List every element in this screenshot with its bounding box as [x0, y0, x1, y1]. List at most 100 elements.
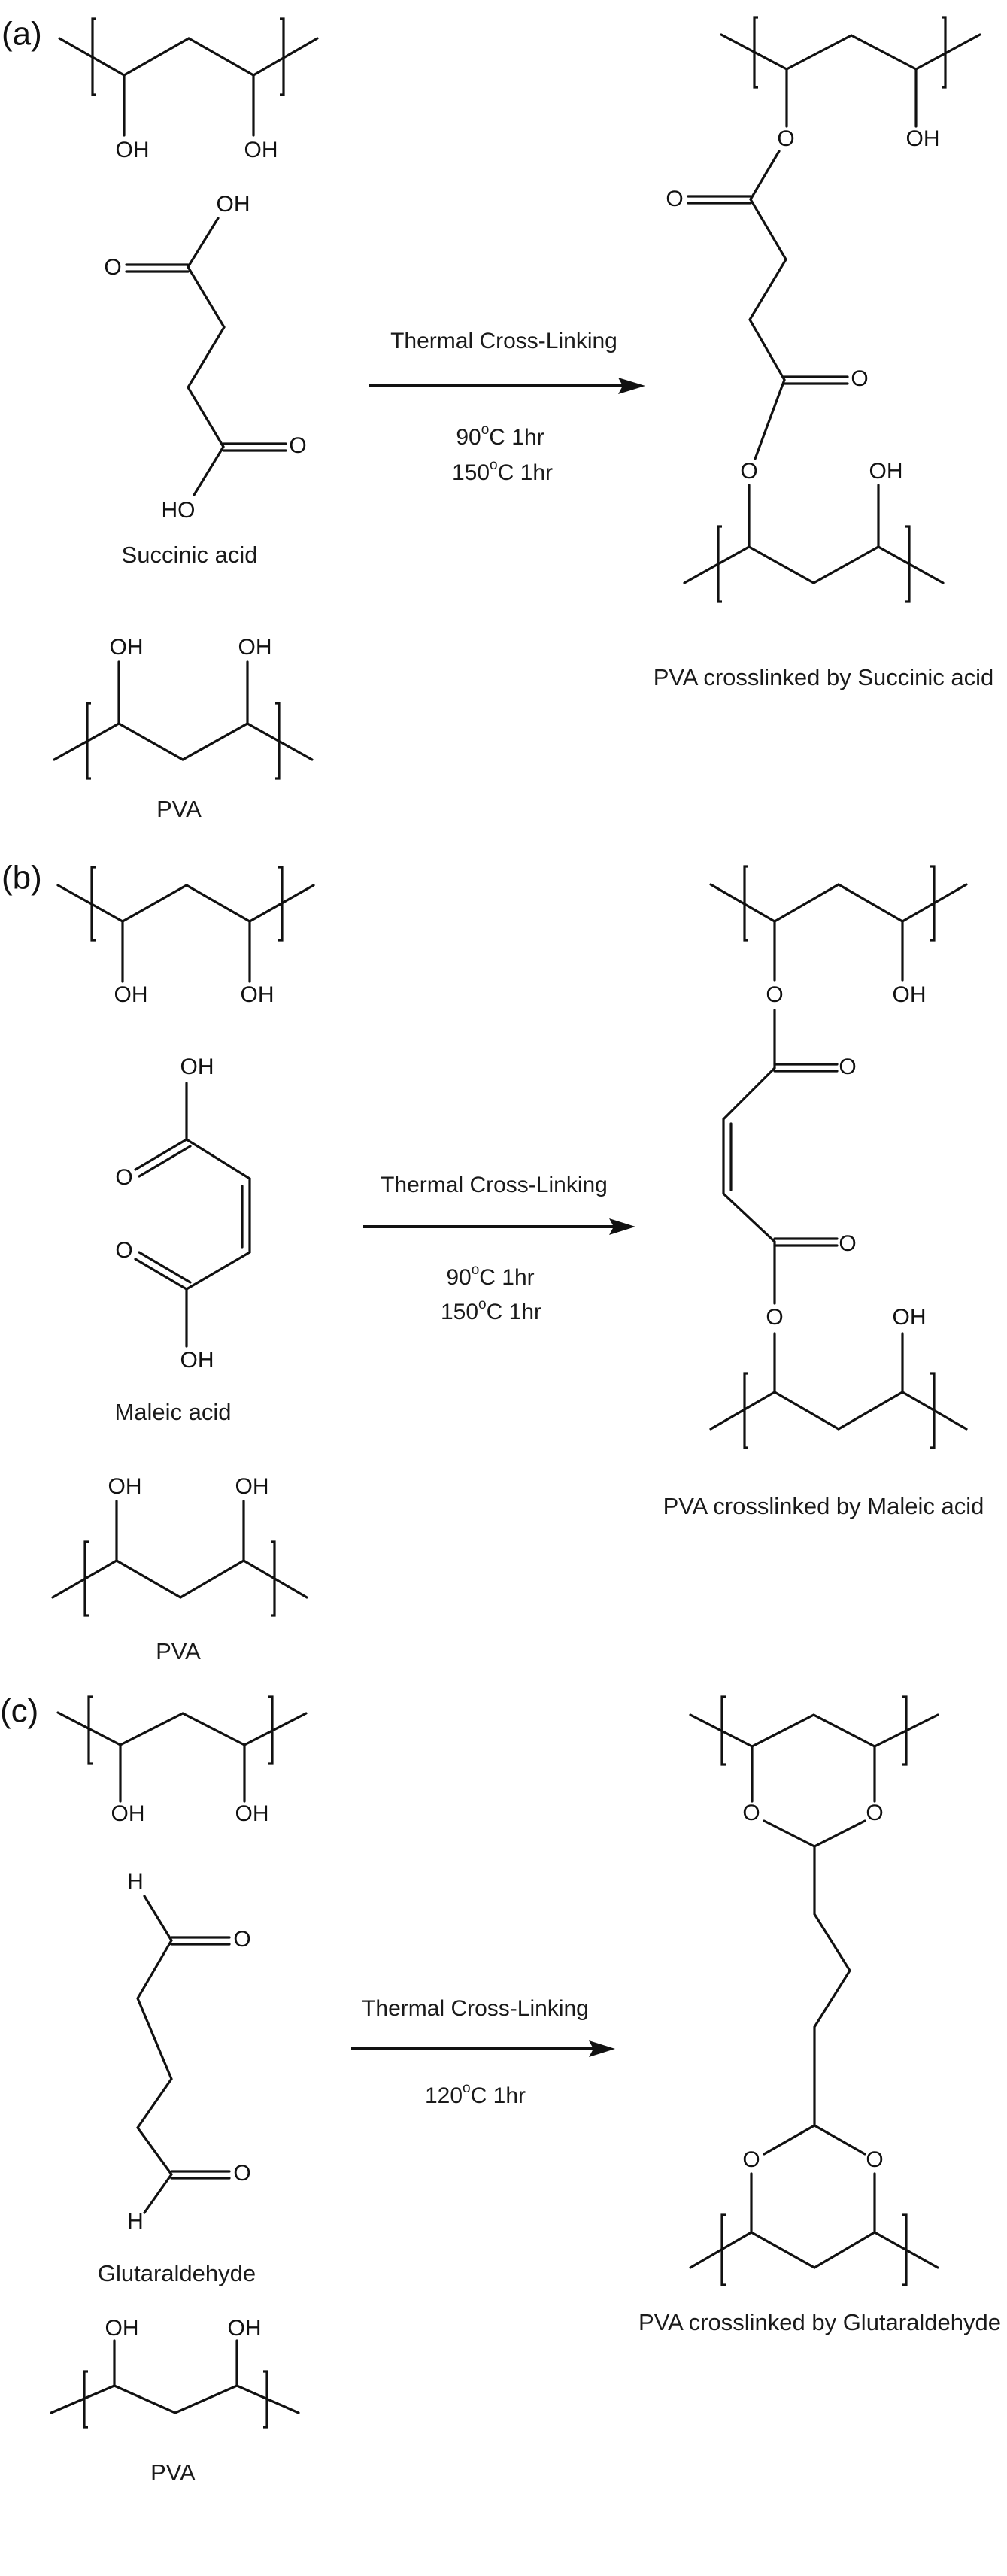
- pva-bottom-structure: OH OH PVA: [53, 635, 314, 822]
- pva-top-structure: OH OH: [56, 1695, 308, 1826]
- repeat-bracket-right: [930, 1372, 936, 1449]
- oxygen-label: O: [115, 1238, 132, 1263]
- repeat-bracket-left: [743, 865, 748, 942]
- carbon-chain: [748, 198, 787, 381]
- reaction-step: 90oC 1hr: [446, 1262, 534, 1290]
- compound-name: PVA: [150, 2459, 196, 2486]
- hydroxyl-label: OH: [893, 982, 927, 1007]
- repeat-bracket-left: [717, 525, 722, 603]
- pva-backbone: [689, 2231, 939, 2269]
- repeat-bracket-left: [83, 2370, 88, 2429]
- product-structure-a: O OH O O O OH PVA crosslinked by Succini…: [654, 16, 994, 690]
- oxygen-label: O: [866, 2147, 883, 2172]
- oxygen-label: O: [115, 1165, 132, 1190]
- carbonyl-double-bond: [138, 1145, 192, 1178]
- pva-backbone: [689, 1713, 939, 1748]
- oxygen-label: O: [289, 433, 306, 458]
- carbon-chain: [185, 1138, 251, 1291]
- panel-a: (a) OH OH OH O O HO Succinic acid: [2, 16, 993, 823]
- repeat-bracket-left: [753, 16, 758, 89]
- carbonyl-double-bond: [134, 1258, 188, 1291]
- repeat-bracket-right: [902, 1695, 908, 1766]
- repeat-bracket-right: [905, 525, 911, 603]
- reaction-arrow-c: Thermal Cross-Linking 120oC 1hr: [351, 1996, 615, 2108]
- hydroxyl-label: OH: [869, 459, 903, 484]
- repeat-bracket-left: [720, 1695, 726, 1766]
- product-name: PVA crosslinked by Succinic acid: [654, 664, 994, 690]
- panel-b: (b) OH OH OH O O OH Maleic acid: [2, 860, 984, 1665]
- repeat-bracket-left: [87, 1695, 93, 1765]
- reaction-condition-title: Thermal Cross-Linking: [381, 1173, 608, 1197]
- pva-backbone: [50, 2384, 300, 2414]
- oxygen-label: O: [766, 1305, 783, 1330]
- arrow-head-icon: [609, 1218, 635, 1235]
- repeat-bracket-right: [280, 17, 285, 96]
- pva-bottom-structure: OH OH PVA: [51, 1474, 308, 1664]
- arrow-head-icon: [618, 378, 645, 394]
- arrow-head-icon: [589, 2040, 615, 2057]
- pva-backbone: [51, 1559, 308, 1599]
- hydroxyl-label: HO: [162, 498, 196, 523]
- oxygen-label: O: [104, 255, 121, 280]
- panel-label-a: (a): [2, 16, 42, 53]
- panel-c: (c) OH OH H O O H Glutaraldehyde: [0, 1693, 1001, 2486]
- pva-backbone: [709, 1391, 968, 1431]
- c-oh-bond: [187, 217, 220, 269]
- compound-name: PVA: [156, 796, 202, 822]
- panel-label-b: (b): [2, 860, 42, 897]
- succinic-acid-structure: OH O O HO Succinic acid: [104, 192, 306, 568]
- reaction-step: 120oC 1hr: [425, 2080, 526, 2108]
- hydroxyl-label: OH: [228, 2316, 262, 2341]
- oxygen-label: O: [866, 1801, 883, 1825]
- reaction-condition-title: Thermal Cross-Linking: [390, 329, 617, 353]
- oxygen-label: O: [777, 126, 794, 151]
- repeat-bracket-left: [86, 702, 91, 780]
- repeat-bracket-left: [83, 1540, 89, 1617]
- pva-bottom-structure: OH OH PVA: [50, 2316, 300, 2486]
- oxygen-label: O: [742, 2147, 760, 2172]
- pva-backbone: [709, 883, 968, 923]
- hydroxyl-label: OH: [235, 1474, 269, 1499]
- repeat-bracket-right: [268, 1695, 274, 1765]
- acetal-bonds: [763, 2124, 866, 2156]
- pva-backbone: [56, 1711, 308, 1746]
- reaction-step: 90oC 1hr: [456, 422, 544, 450]
- c-h-bond: [143, 1895, 173, 1942]
- hydroxyl-label: OH: [906, 126, 940, 151]
- repeat-bracket-right: [263, 2370, 268, 2429]
- compound-name: PVA: [156, 1638, 201, 1664]
- hydroxyl-label: OH: [180, 1054, 214, 1079]
- oxygen-label: O: [233, 1927, 250, 1952]
- hydrogen-label: H: [127, 1869, 144, 1894]
- compound-name: Glutaraldehyde: [98, 2260, 256, 2286]
- compound-name: Maleic acid: [114, 1399, 231, 1425]
- hydroxyl-label: OH: [111, 1801, 145, 1826]
- hydroxyl-label: OH: [235, 1801, 269, 1826]
- hydroxyl-label: OH: [217, 192, 250, 217]
- oxygen-label: O: [839, 1054, 856, 1079]
- repeat-bracket-left: [720, 2213, 726, 2286]
- repeat-bracket-right: [275, 702, 281, 780]
- oxygen-label: O: [851, 366, 868, 391]
- carbon-chain: [813, 1845, 851, 2127]
- c-h-bond: [143, 2173, 173, 2214]
- pva-backbone: [683, 545, 945, 584]
- hydroxyl-label: OH: [114, 982, 148, 1007]
- repeat-bracket-left: [743, 1372, 748, 1449]
- oxygen-label: O: [740, 459, 757, 484]
- pva-backbone: [58, 37, 319, 77]
- hydroxyl-label: OH: [110, 635, 144, 660]
- o-c-bond: [749, 150, 781, 201]
- product-name: PVA crosslinked by Glutaraldehyde: [638, 2309, 1001, 2335]
- repeat-bracket-right: [278, 866, 284, 942]
- repeat-bracket-right: [930, 865, 936, 942]
- product-structure-c: O O O O PVA crosslinked by Glutaraldehyd…: [638, 1695, 1001, 2335]
- carbon-chain: [136, 1939, 173, 2176]
- repeat-bracket-left: [90, 866, 96, 942]
- oxygen-label: O: [742, 1801, 760, 1825]
- reaction-arrow-a: Thermal Cross-Linking 90oC 1hr 150oC 1hr: [369, 329, 645, 485]
- pva-top-structure: OH OH: [56, 866, 315, 1007]
- repeat-bracket-left: [91, 17, 96, 96]
- panel-label-c: (c): [0, 1693, 38, 1730]
- hydroxyl-label: OH: [244, 138, 278, 162]
